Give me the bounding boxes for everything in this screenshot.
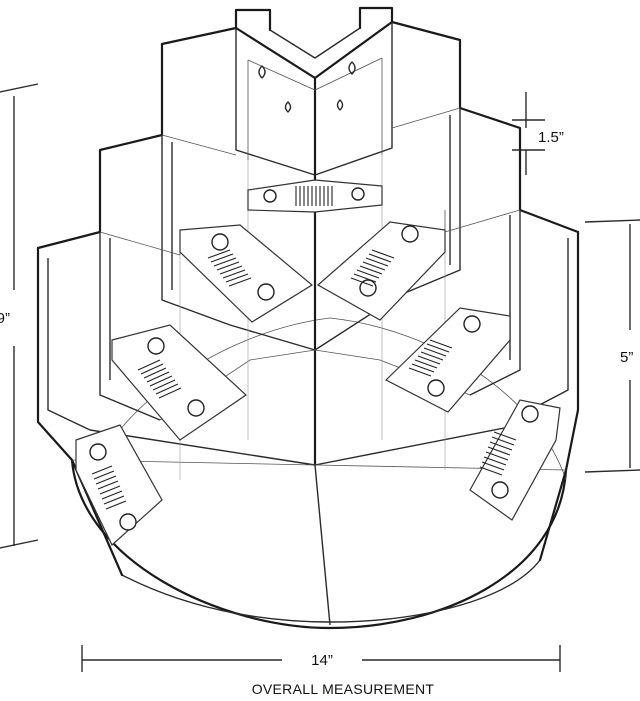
shelf-pad-mid-right: [316, 221, 446, 321]
width-label: 14”: [311, 652, 333, 669]
left-height-label: 9”: [0, 310, 10, 327]
caption: OVERALL MEASUREMENT: [252, 681, 435, 697]
dimension-right-height: 5”: [584, 219, 640, 473]
shelf-pad-mid-left: [179, 224, 314, 323]
pocket-panels: [47, 107, 569, 480]
outer-silhouette: [36, 6, 580, 626]
dimension-thickness: 1.5”: [512, 92, 564, 175]
thickness-label: 1.5”: [538, 129, 564, 146]
shelf-pad-low-right: [384, 307, 511, 413]
shelf-pad-top: [247, 179, 383, 213]
shelf-pad-low-left: [111, 324, 247, 441]
shelf-pad-front-left: [75, 424, 163, 546]
dimension-width: 14”: [81, 645, 561, 672]
dimension-left-height: 9”: [0, 83, 39, 549]
shelf-pad-front-right: [469, 399, 561, 521]
right-height-label: 5”: [620, 349, 633, 366]
back-panel: [235, 22, 393, 176]
